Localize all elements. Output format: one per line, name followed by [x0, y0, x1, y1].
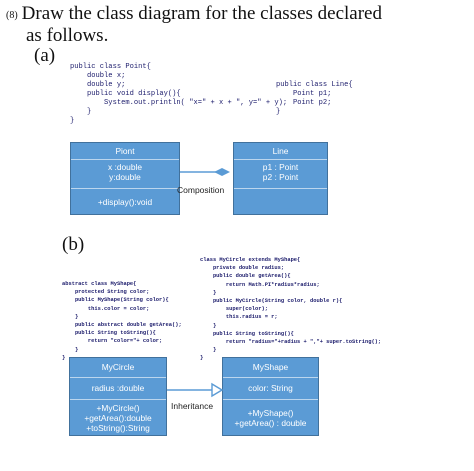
code-line: public double getArea(){ — [200, 273, 291, 280]
part-b-label: (b) — [62, 234, 85, 255]
code-line: Point p2; — [276, 99, 332, 107]
code-line: public class Line{ — [276, 81, 353, 89]
inheritance-connector — [167, 382, 223, 398]
attribute: x :double — [108, 162, 142, 172]
code-line: } — [200, 347, 217, 354]
uml-class-point: Piont x :double y:double +display():void — [70, 142, 180, 215]
code-line: return "color="+ color; — [62, 338, 163, 345]
relation-label: Composition — [177, 185, 225, 195]
composition-diamond-icon — [214, 168, 230, 176]
method: +MyCircle() — [96, 403, 140, 413]
code-line: return Math.PI*radius*radius; — [200, 281, 320, 288]
class-name: Line — [272, 146, 289, 156]
class-attributes: radius :double — [70, 377, 166, 403]
code-line: return "radius="+radius + ","+ super.toS… — [200, 339, 382, 346]
attribute: color: String — [248, 383, 293, 393]
question-text-2: as follows. — [26, 25, 109, 46]
code-line: this.radius = r; — [200, 314, 278, 321]
code-line: } — [62, 354, 66, 361]
part-a-label: (a) — [34, 45, 56, 66]
method: +display():void — [97, 197, 153, 207]
code-line: } — [70, 108, 92, 116]
composition-connector — [180, 168, 230, 176]
code-point-class: public class Point{ double x; double y; … — [70, 63, 287, 126]
code-line: } — [70, 117, 75, 125]
code-line: } — [276, 108, 281, 116]
code-line-class: public class Line{ Point p1; Point p2; } — [276, 81, 353, 117]
question-number: (8) — [6, 10, 18, 21]
class-name: MyCircle — [101, 362, 135, 372]
class-attributes: x :double y:double — [71, 159, 179, 187]
method: +getArea() : double — [234, 418, 307, 428]
class-methods: +MyCircle() +getArea():double +toString(… — [70, 399, 166, 440]
code-line: } — [62, 346, 79, 353]
code-line: double x; — [70, 72, 126, 80]
inheritance-arrow-icon — [211, 382, 223, 398]
class-name: Piont — [115, 146, 135, 156]
code-line: public class Point{ — [70, 63, 151, 71]
class-methods — [234, 188, 327, 216]
relation-label: Inheritance — [171, 401, 214, 411]
code-line: } — [200, 322, 217, 329]
class-attributes: p1 : Point p2 : Point — [234, 159, 327, 187]
code-line: } — [200, 355, 204, 362]
code-line: public abstract double getArea(); — [62, 322, 182, 329]
attribute: p1 : Point — [262, 162, 299, 172]
code-line: public String toString(){ — [62, 330, 156, 337]
code-line: this.color = color; — [62, 305, 150, 312]
code-line: protected String color; — [62, 289, 150, 296]
code-line: public MyCircle(String color, double r){ — [200, 298, 343, 305]
question-text-1: Draw the class diagram for the classes d… — [21, 3, 382, 24]
code-line: super(color); — [200, 306, 268, 313]
code-line: private double radius; — [200, 265, 285, 272]
code-line: double y; — [70, 81, 126, 89]
code-line: public String toString(){ — [200, 330, 294, 337]
class-methods: +display():void — [71, 188, 179, 224]
code-line: class MyCircle extends MyShape{ — [200, 257, 301, 263]
class-methods: +MyShape() +getArea() : double — [223, 399, 318, 445]
question-line-1: (8)Draw the class diagram for the classe… — [6, 3, 382, 27]
code-line: System.out.println( "x=" + x + ", y=" + … — [70, 99, 288, 107]
method: +MyShape() — [247, 408, 294, 418]
code-line: } — [62, 313, 79, 320]
uml-class-mycircle: MyCircle radius :double +MyCircle() +get… — [69, 357, 167, 436]
method: +getArea():double — [84, 413, 152, 423]
code-line: public MyShape(String color){ — [62, 297, 169, 304]
code-line: Point p1; — [276, 90, 332, 98]
attribute: p2 : Point — [262, 172, 299, 182]
attribute: radius :double — [91, 383, 145, 393]
method: +toString():String — [86, 423, 150, 433]
code-mycircle-class: class MyCircle extends MyShape{ private … — [200, 256, 381, 363]
uml-class-myshape: MyShape color: String +MyShape() +getAre… — [222, 357, 319, 436]
uml-class-line: Line p1 : Point p2 : Point — [233, 142, 328, 215]
attribute: y:double — [109, 172, 141, 182]
class-name: MyShape — [252, 362, 289, 372]
code-line: abstract class MyShape{ — [62, 281, 137, 287]
code-line: } — [200, 289, 217, 296]
code-myshape-class: abstract class MyShape{ protected String… — [62, 280, 182, 362]
code-line: public void display(){ — [70, 90, 181, 98]
class-attributes: color: String — [223, 377, 318, 403]
